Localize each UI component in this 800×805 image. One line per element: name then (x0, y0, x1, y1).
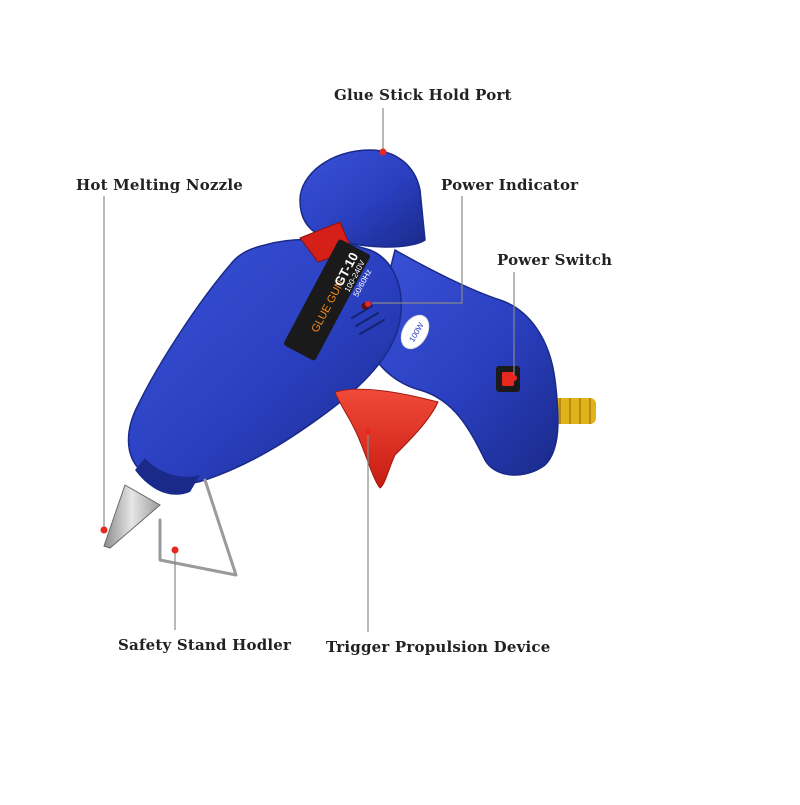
marker-trigger (365, 429, 371, 435)
marker-dots (100, 148, 517, 554)
power-cable (548, 398, 596, 424)
marker-glue-stick-port (379, 148, 387, 156)
nozzle-collar (135, 458, 200, 495)
gun-handle (369, 248, 559, 476)
leader-power-indicator (372, 196, 463, 304)
hot-nozzle (103, 484, 161, 549)
label-safety-stand-holder: Safety Stand Hodler (118, 636, 292, 654)
label-hot-melting-nozzle: Hot Melting Nozzle (76, 176, 244, 194)
label-trigger-propulsion-device: Trigger Propulsion Device (326, 638, 551, 656)
leader-lines (103, 108, 515, 632)
vent-slots (351, 305, 385, 335)
marker-power-indicator (365, 301, 371, 307)
marker-hot-nozzle (100, 526, 108, 534)
label-power-switch: Power Switch (497, 251, 613, 269)
label-power-indicator: Power Indicator (441, 176, 579, 194)
marker-safety-stand (171, 546, 179, 554)
trigger (334, 388, 439, 489)
marker-power-switch (511, 375, 517, 381)
safety-stand (158, 478, 238, 577)
label-glue-stick-hold-port: Glue Stick Hold Port (334, 86, 512, 104)
wattage-badge: 100W (400, 314, 430, 350)
